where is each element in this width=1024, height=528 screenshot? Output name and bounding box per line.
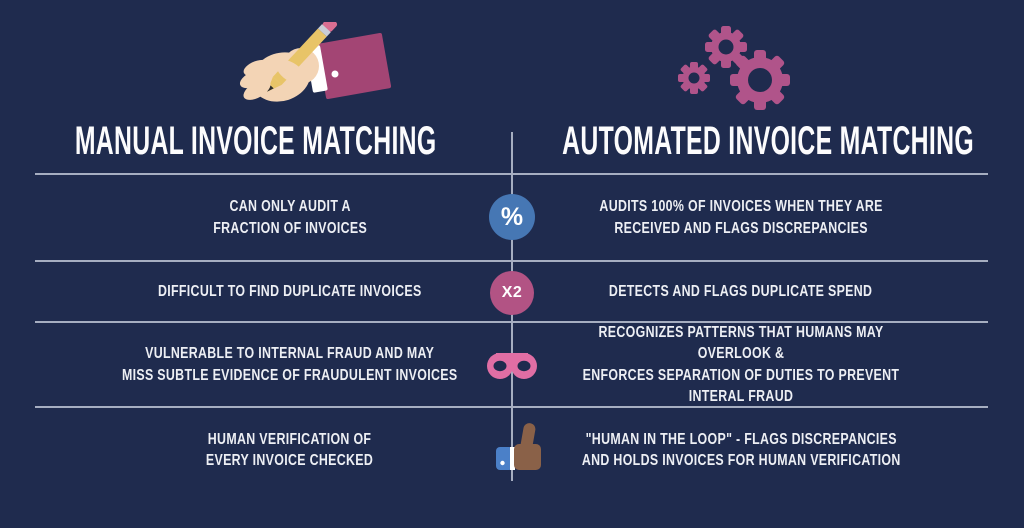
gears-icon [678,26,790,110]
automated-row-4-text: "HUMAN IN THE LOOP" - FLAGS DISCREPANCIE… [581,430,901,470]
manual-row-1-text: CAN ONLY AUDIT A FRACTION OF INVOICES [213,198,367,237]
automated-row-2-cell: DETECTS AND FLAGS DUPLICATE SPEND [519,261,963,322]
automated-column-title: AUTOMATED INVOICE MATCHING [562,118,974,163]
automated-row-3-text: RECOGNIZES PATTERNS THAT HUMANS MAY OVER… [582,323,900,406]
manual-column-heading: MANUAL INVOICE MATCHING [0,118,512,163]
mask-icon [487,353,537,379]
thumbs-up-icon [496,423,541,470]
percent-icon-label: % [500,202,524,231]
automated-row-1-text: AUDITS 100% OF INVOICES WHEN THEY ARE RE… [599,198,883,237]
automated-row-2-text: DETECTS AND FLAGS DUPLICATE SPEND [609,282,873,300]
manual-row-1-cell: CAN ONLY AUDIT A FRACTION OF INVOICES [68,174,512,261]
manual-row-4-cell: HUMAN VERIFICATION OF EVERY INVOICE CHEC… [68,407,512,493]
manual-row-2-cell: DIFFICULT TO FIND DUPLICATE INVOICES [68,261,512,322]
manual-row-4-text: HUMAN VERIFICATION OF EVERY INVOICE CHEC… [206,430,374,470]
automated-row-4-cell: "HUMAN IN THE LOOP" - FLAGS DISCREPANCIE… [519,407,963,493]
manual-row-3-cell: VULNERABLE TO INTERNAL FRAUD AND MAY MIS… [68,322,512,407]
percent-icon: % [489,194,535,240]
x2-icon-label: X2 [501,284,523,301]
manual-column-title: MANUAL INVOICE MATCHING [75,118,437,163]
x2-icon: X2 [490,271,534,315]
manual-row-2-text: DIFFICULT TO FIND DUPLICATE INVOICES [158,282,422,300]
hand-writing-icon [239,22,391,102]
automated-row-1-cell: AUDITS 100% OF INVOICES WHEN THEY ARE RE… [519,174,963,261]
automated-row-3-cell: RECOGNIZES PATTERNS THAT HUMANS MAY OVER… [519,322,963,407]
manual-row-3-text: VULNERABLE TO INTERNAL FRAUD AND MAY MIS… [122,345,458,384]
automated-column-heading: AUTOMATED INVOICE MATCHING [512,118,1024,163]
